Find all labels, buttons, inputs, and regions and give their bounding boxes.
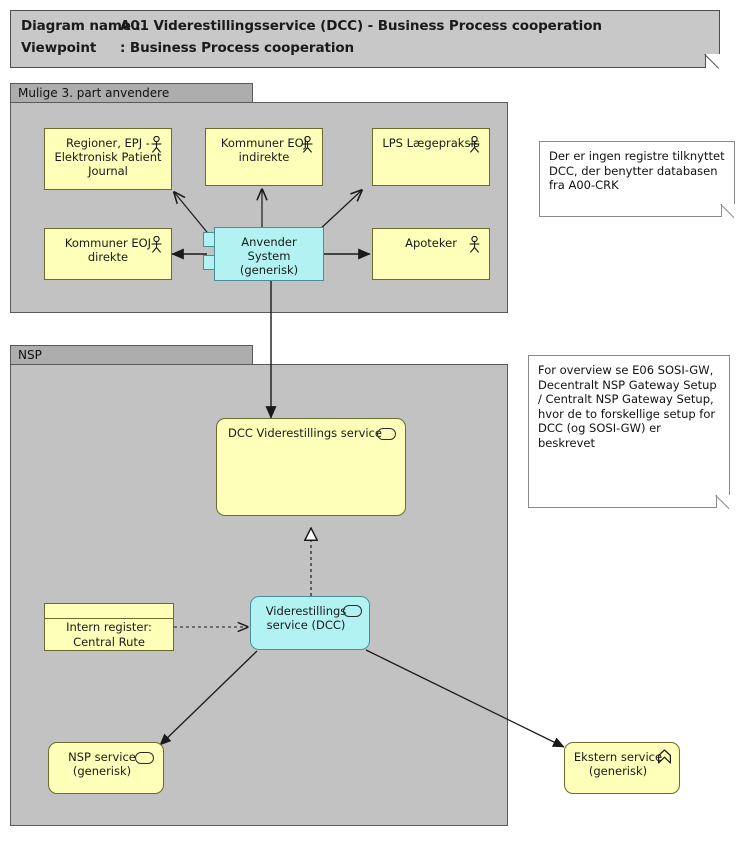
note-overview-text: For overview se E06 SOSI-GW, Decentralt …: [538, 363, 717, 450]
actor-icon: [151, 236, 162, 253]
node-intern-register-crk[interactable]: Intern register: Central Rute Konfigurat…: [44, 603, 174, 651]
group-nsp-title: NSP: [10, 345, 253, 365]
node-lps-laegepraksis[interactable]: LPS Lægepraksis: [372, 128, 490, 186]
actor-icon: [469, 136, 480, 153]
node-viderestillings-service-dcc[interactable]: Viderestillings service (DCC): [250, 596, 370, 650]
diagram-name-key: Diagram name :: [21, 18, 141, 34]
diagram-name-line: Diagram name :A01 Viderestillingsservice…: [21, 18, 602, 34]
node-dcc-viderestillings-service[interactable]: DCC Viderestillings service: [216, 418, 406, 516]
note-fold-corner: [721, 204, 735, 217]
node-kommuner-eoj-indirekte[interactable]: Kommuner EOJ indirekte: [205, 128, 323, 186]
service-icon: [343, 605, 362, 617]
node-regioner-epj-label: Regioner, EPJ - Elektronisk Patient Jour…: [54, 136, 162, 178]
node-viderestillings-service-dcc-label: Viderestillings service (DCC): [265, 604, 347, 632]
node-intern-register-crk-label: Intern register: Central Rute Konfigurat…: [66, 620, 152, 649]
node-ekstern-service-label: Ekstern service (generisk): [573, 750, 663, 778]
node-regioner-epj[interactable]: Regioner, EPJ - Elektronisk Patient Jour…: [44, 128, 172, 190]
viewpoint-value: : Business Process cooperation: [120, 40, 355, 56]
actor-icon: [302, 136, 313, 153]
service-icon: [135, 752, 154, 764]
node-ekstern-service[interactable]: Ekstern service (generisk): [564, 742, 680, 794]
node-apoteker[interactable]: Apoteker: [372, 228, 490, 280]
viewpoint-line: Viewpoint : Business Process cooperation: [21, 40, 354, 56]
node-nsp-service-label: NSP service (generisk): [68, 750, 136, 778]
data-object-header-divider: [45, 618, 173, 619]
viewpoint-key: Viewpoint: [21, 40, 97, 56]
chevron-icon: [658, 749, 671, 764]
note-registre: Der er ingen registre tilknyttet DCC, de…: [539, 141, 735, 217]
node-anvender-system-label: Anvender System (generisk): [239, 235, 299, 277]
node-apoteker-label: Apoteker: [405, 236, 457, 250]
note-fold-corner: [716, 495, 730, 508]
node-nsp-service[interactable]: NSP service (generisk): [48, 742, 164, 794]
actor-icon: [469, 236, 480, 253]
actor-icon: [151, 136, 162, 153]
note-registre-text: Der er ingen registre tilknyttet DCC, de…: [549, 149, 725, 192]
diagram-header-banner: Diagram name :A01 Viderestillingsservice…: [10, 10, 720, 68]
banner-fold-corner: [705, 54, 720, 68]
service-icon: [377, 428, 396, 440]
group-third-party-title: Mulige 3. part anvendere: [10, 83, 253, 103]
node-anvender-system[interactable]: Anvender System (generisk): [214, 227, 324, 281]
node-dcc-viderestillings-service-label: DCC Viderestillings service: [227, 426, 382, 440]
node-lps-laegepraksis-label: LPS Lægepraksis: [382, 136, 480, 150]
node-kommuner-eoj-direkte-label: Kommuner EOJ direkte: [64, 236, 152, 264]
note-overview: For overview se E06 SOSI-GW, Decentralt …: [528, 355, 730, 508]
node-kommuner-eoj-direkte[interactable]: Kommuner EOJ direkte: [44, 228, 172, 280]
node-kommuner-eoj-indirekte-label: Kommuner EOJ indirekte: [220, 136, 308, 164]
diagram-name-value: A01 Viderestillingsservice (DCC) - Busin…: [120, 18, 602, 34]
